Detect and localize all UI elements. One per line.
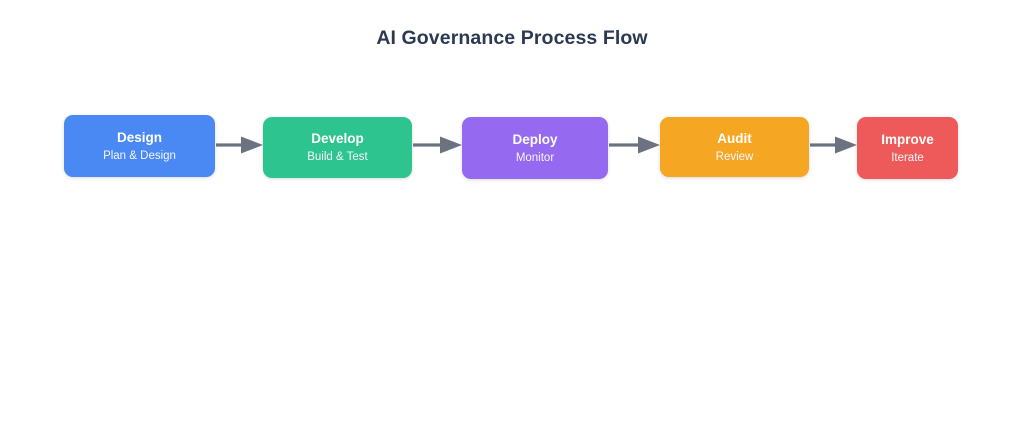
process-node-subtitle: Review (715, 150, 754, 163)
process-node-subtitle: Iterate (891, 151, 924, 164)
flow-arrow-audit-to-improve (810, 135, 857, 155)
process-node-title: Develop (311, 131, 364, 146)
process-node-title: Deploy (512, 131, 558, 147)
flow-arrow-deploy-to-audit (609, 135, 660, 155)
page-title: AI Governance Process Flow (376, 27, 648, 49)
process-node-title: Audit (717, 130, 752, 146)
process-node-title: Improve (881, 131, 934, 147)
process-node-subtitle: Build & Test (307, 151, 368, 163)
process-node-title: Design (116, 129, 162, 145)
flow-arrow-develop-to-deploy (413, 135, 462, 155)
flow-arrow-design-to-develop (216, 135, 263, 155)
process-node-subtitle: Monitor (515, 151, 555, 164)
process-node-subtitle: Plan & Design (103, 149, 176, 162)
